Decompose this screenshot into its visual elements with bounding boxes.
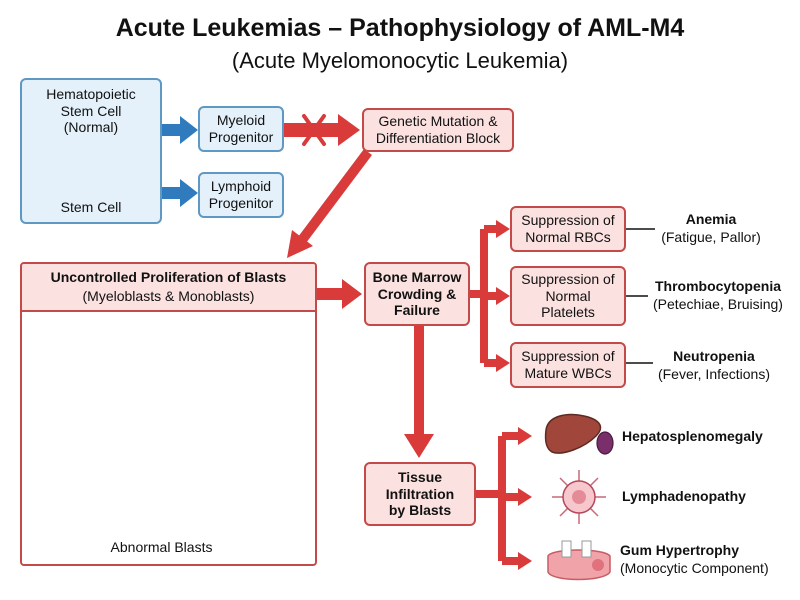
suppression-wbc-label-1: Suppression of xyxy=(521,348,615,365)
outcome-thrombocytopenia-name: Thrombocytopenia xyxy=(654,278,781,294)
arrow-myeloid-to-mutation xyxy=(282,114,360,146)
blast-caption: Abnormal Blasts xyxy=(110,539,213,556)
page-subtitle: (Acute Myelomonocytic Leukemia) xyxy=(231,48,569,73)
proliferation-sub: (Myeloblasts & Monoblasts) xyxy=(82,287,255,304)
myeloid-progenitor-box: Myeloid Progenitor xyxy=(198,106,284,152)
suppression-rbc-label-1: Suppression of xyxy=(521,212,615,229)
outcome-neutropenia-name: Neutropenia xyxy=(673,348,755,364)
outcome-anemia-name: Anemia xyxy=(685,211,737,227)
organ-gum-hypertrophy-detail: (Monocytic Component) xyxy=(620,559,769,576)
stem-cell-box: Hematopoietic Stem Cell (Normal) Stem Ce… xyxy=(20,78,162,224)
outcome-anemia: Anemia (Fatigue, Pallor) xyxy=(652,211,770,246)
page-title: Acute Leukemias – Pathophysiology of AML… xyxy=(115,14,685,42)
organ-lymphadenopathy: Lymphadenopathy xyxy=(622,488,746,506)
organ-hepatosplenomegaly-label: Hepatosplenomegaly xyxy=(622,428,763,444)
suppression-platelets-label-2: Normal xyxy=(545,287,591,304)
liver-spleen-icon xyxy=(544,413,614,455)
block-cross-icon xyxy=(302,114,326,146)
marrow-branch-arrows xyxy=(470,225,497,367)
outcome-neutropenia-detail: (Fever, Infections) xyxy=(657,365,771,382)
suppression-platelets-label-1: Suppression of xyxy=(521,271,615,288)
stem-cell-label-2: Stem Cell xyxy=(60,102,122,119)
gum-teeth-icon xyxy=(547,540,611,581)
outcome-thrombocytopenia: Thrombocytopenia (Petechiae, Bruising) xyxy=(648,278,788,313)
stem-cell-label-1: Hematopoietic xyxy=(46,86,136,102)
lymphoid-progenitor-box: Lymphoid Progenitor xyxy=(198,172,284,218)
suppression-wbc-box: Suppression of Mature WBCs xyxy=(510,342,626,388)
mutation-label-1: Genetic Mutation & xyxy=(378,113,498,130)
arrow-mutation-to-proliferation xyxy=(298,149,372,243)
suppression-rbc-label-2: Normal RBCs xyxy=(525,229,611,245)
outcome-connectors xyxy=(626,228,655,364)
suppression-platelets-box: Suppression of Normal Platelets xyxy=(510,266,626,326)
outcome-anemia-detail: (Fatigue, Pallor) xyxy=(661,228,761,245)
organ-gum-hypertrophy: Gum Hypertrophy (Monocytic Component) xyxy=(620,542,769,577)
suppression-wbc-label-2: Mature WBCs xyxy=(524,365,612,381)
stem-cell-caption: Stem Cell xyxy=(60,199,122,216)
tissue-infiltration-box: Tissue Infiltration by Blasts xyxy=(364,462,476,526)
organ-hepatosplenomegaly: Hepatosplenomegaly xyxy=(622,428,763,446)
infiltration-branch-arrows xyxy=(476,432,520,565)
myeloid-label-1: Myeloid xyxy=(216,112,266,129)
lymphoid-label-1: Lymphoid xyxy=(210,178,272,195)
lymph-node-icon xyxy=(552,470,606,524)
proliferation-panel: Uncontrolled Proliferation of Blasts (My… xyxy=(20,262,317,566)
organ-lymphadenopathy-label: Lymphadenopathy xyxy=(622,488,746,504)
proliferation-heading: Uncontrolled Proliferation of Blasts xyxy=(50,269,287,285)
genetic-mutation-box: Genetic Mutation & Differentiation Block xyxy=(362,108,514,152)
suppression-rbc-box: Suppression of Normal RBCs xyxy=(510,206,626,252)
organ-gum-hypertrophy-label: Gum Hypertrophy xyxy=(620,542,740,558)
outcome-neutropenia: Neutropenia (Fever, Infections) xyxy=(652,348,776,383)
arrow-proliferation-to-marrow xyxy=(317,279,362,309)
stem-cell-label-3: (Normal) xyxy=(63,119,119,136)
infiltration-label-1: Tissue xyxy=(397,469,443,486)
lymphoid-label-2: Progenitor xyxy=(208,195,274,211)
suppression-platelets-label-3: Platelets xyxy=(541,304,595,321)
arrow-stem-to-lymphoid xyxy=(162,179,198,207)
bone-marrow-box: Bone Marrow Crowding & Failure xyxy=(364,262,470,326)
marrow-label-1: Bone Marrow xyxy=(372,269,462,286)
mutation-label-2: Differentiation Block xyxy=(375,130,501,146)
marrow-label-2: Crowding & xyxy=(377,285,457,302)
arrowhead-proliferation xyxy=(287,230,313,258)
marrow-label-3: Failure xyxy=(394,302,440,319)
outcome-thrombocytopenia-detail: (Petechiae, Bruising) xyxy=(653,295,783,312)
proliferation-header: Uncontrolled Proliferation of Blasts (My… xyxy=(22,264,315,313)
infiltration-label-3: by Blasts xyxy=(388,502,452,519)
infiltration-label-2: Infiltration xyxy=(385,485,455,502)
arrow-stem-to-myeloid xyxy=(162,116,198,144)
arrow-marrow-to-infiltration xyxy=(414,326,424,436)
myeloid-label-2: Progenitor xyxy=(208,129,274,145)
